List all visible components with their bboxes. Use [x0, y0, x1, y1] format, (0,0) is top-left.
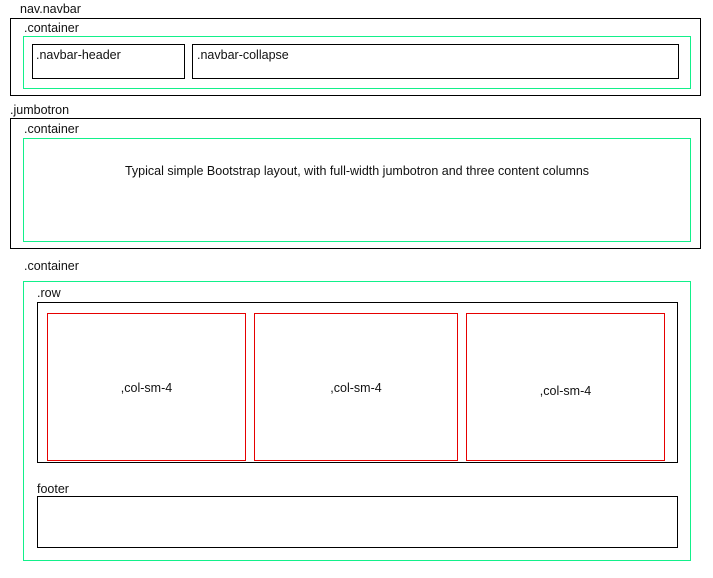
column-box-1: [47, 313, 246, 461]
column-box-3: [466, 313, 665, 461]
main-container-label: .container: [24, 259, 79, 273]
main-container-box: [23, 281, 691, 561]
jumbotron-box: [10, 118, 701, 249]
jumbotron-container-label: .container: [24, 122, 79, 136]
navbar-container-box: [23, 36, 691, 89]
navbar-collapse-box: [192, 44, 679, 79]
column-label-2: ,col-sm-4: [330, 381, 382, 395]
column-label-3: ,col-sm-4: [539, 384, 592, 398]
jumbotron-label: .jumbotron: [10, 103, 70, 117]
column-label-1: ,col-sm-4: [120, 381, 173, 395]
row-label: .row: [37, 286, 61, 300]
row-box: [37, 302, 678, 463]
navbar-collapse-label: .navbar-collapse: [197, 48, 289, 62]
navbar-header-box: [32, 44, 185, 79]
footer-box: [37, 496, 678, 548]
navbar-header-label: .navbar-header: [36, 48, 121, 62]
jumbotron-description-text: Typical simple Bootstrap layout, with fu…: [124, 164, 590, 178]
jumbotron-container-box: [23, 138, 691, 242]
nav-navbar-label: nav.navbar: [20, 2, 81, 16]
footer-label: footer: [37, 482, 69, 496]
navbar-container-label: .container: [24, 21, 79, 35]
column-box-2: [254, 313, 458, 461]
nav-navbar-box: [10, 18, 701, 96]
